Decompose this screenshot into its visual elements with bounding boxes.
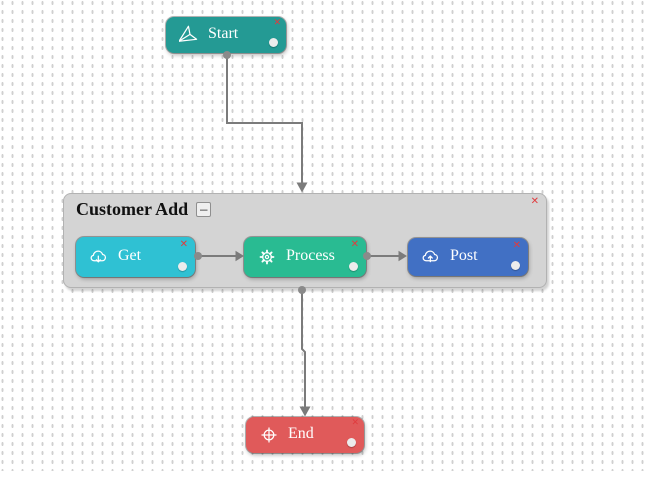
cloud-upload-icon	[422, 250, 439, 263]
node-label: Post	[450, 247, 478, 264]
endpoint-handle[interactable]	[511, 261, 520, 270]
delete-node-button[interactable]: ✕	[351, 418, 359, 428]
delete-node-button[interactable]: ✕	[512, 240, 521, 251]
node-label: Process	[286, 247, 335, 264]
node-post[interactable]: Post ✕	[408, 238, 528, 276]
endpoint-handle[interactable]	[178, 262, 187, 271]
node-start[interactable]: Start ✕	[166, 17, 286, 53]
crosshair-icon	[261, 427, 277, 443]
group-title: Customer Add	[76, 199, 189, 219]
node-process[interactable]: Process ✕	[244, 237, 366, 277]
node-end[interactable]: End ✕	[246, 417, 364, 453]
cloud-download-icon	[90, 250, 107, 263]
delete-group-button[interactable]: ✕	[530, 196, 539, 207]
node-label: End	[288, 425, 314, 442]
collapse-group-button[interactable]: −	[196, 202, 212, 218]
node-get[interactable]: Get ✕	[76, 237, 195, 277]
gear-icon	[259, 249, 275, 265]
group-customer-add[interactable]: Customer Add − ✕ Get ✕	[63, 193, 547, 288]
endpoint-handle[interactable]	[349, 262, 358, 271]
delete-node-button[interactable]: ✕	[273, 18, 281, 28]
endpoint-handle[interactable]	[269, 38, 278, 47]
delete-node-button[interactable]: ✕	[350, 239, 359, 250]
endpoint-handle[interactable]	[347, 438, 356, 447]
group-header: Customer Add −	[76, 199, 212, 220]
paper-plane-icon	[179, 25, 198, 42]
node-label: Get	[118, 247, 142, 264]
delete-node-button[interactable]: ✕	[179, 239, 188, 250]
node-label: Start	[208, 25, 239, 42]
